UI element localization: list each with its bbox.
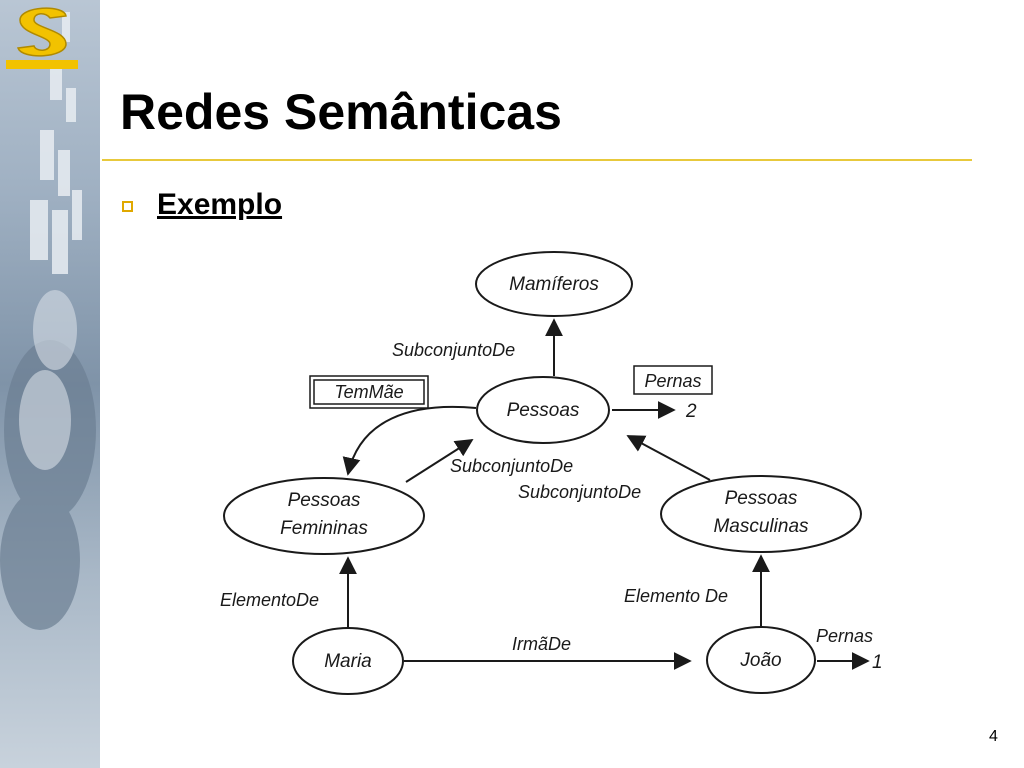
temmae-box	[309, 375, 429, 409]
node-pessoas-label: Pessoas	[507, 400, 580, 421]
node-femininas-label-1: Pessoas	[288, 490, 361, 511]
attr-joao-pernas-value: 1	[872, 652, 883, 673]
node-pessoas-femininas	[223, 477, 425, 555]
node-pessoas	[476, 376, 610, 444]
edge-label-temmae: TemMãe	[334, 382, 403, 402]
statue-background-image	[0, 12, 96, 630]
node-mamiferos	[475, 251, 633, 317]
node-joao-label: João	[739, 650, 781, 671]
slide-title: Redes Semânticas	[120, 84, 562, 140]
bullet-text: Exemplo	[157, 188, 283, 221]
page-number: 4	[989, 728, 998, 745]
edge-femininas-pessoas	[405, 439, 474, 483]
edge-pessoas-femininas-temmae	[342, 405, 477, 476]
edge-label-maria-joao: IrmãDe	[512, 634, 571, 654]
pernas-box	[633, 365, 713, 395]
decorative-side-band	[0, 0, 100, 768]
edge-label-masculinas-pessoas: SubconjuntoDe	[518, 482, 641, 502]
node-masculinas-label-1: Pessoas	[725, 488, 798, 509]
attr-pessoas-pernas-label: Pernas	[644, 371, 701, 391]
attr-joao-pernas-label: Pernas	[816, 626, 873, 646]
node-femininas-label-2: Femininas	[280, 518, 368, 539]
temmae-box-inner	[313, 379, 425, 405]
edge-label-femininas-pessoas: SubconjuntoDe	[450, 456, 573, 476]
title-divider	[102, 159, 972, 161]
attr-pessoas-pernas-value: 2	[685, 401, 697, 422]
edge-masculinas-pessoas	[626, 435, 711, 481]
node-mamiferos-label: Mamíferos	[509, 274, 599, 295]
node-pessoas-masculinas	[660, 475, 862, 553]
bullet-square-icon	[122, 201, 133, 212]
edge-label-pessoas-mamiferos: SubconjuntoDe	[392, 340, 515, 360]
edge-label-joao-masculinas: Elemento De	[624, 586, 728, 606]
node-maria-label: Maria	[324, 651, 372, 672]
logo-icon	[6, 7, 78, 69]
node-masculinas-label-2: Masculinas	[713, 516, 809, 537]
semantic-network-diagram: Mamíferos Pessoas Pessoas Femininas Pess…	[220, 251, 883, 695]
edge-label-maria-femininas: ElementoDe	[220, 590, 319, 610]
